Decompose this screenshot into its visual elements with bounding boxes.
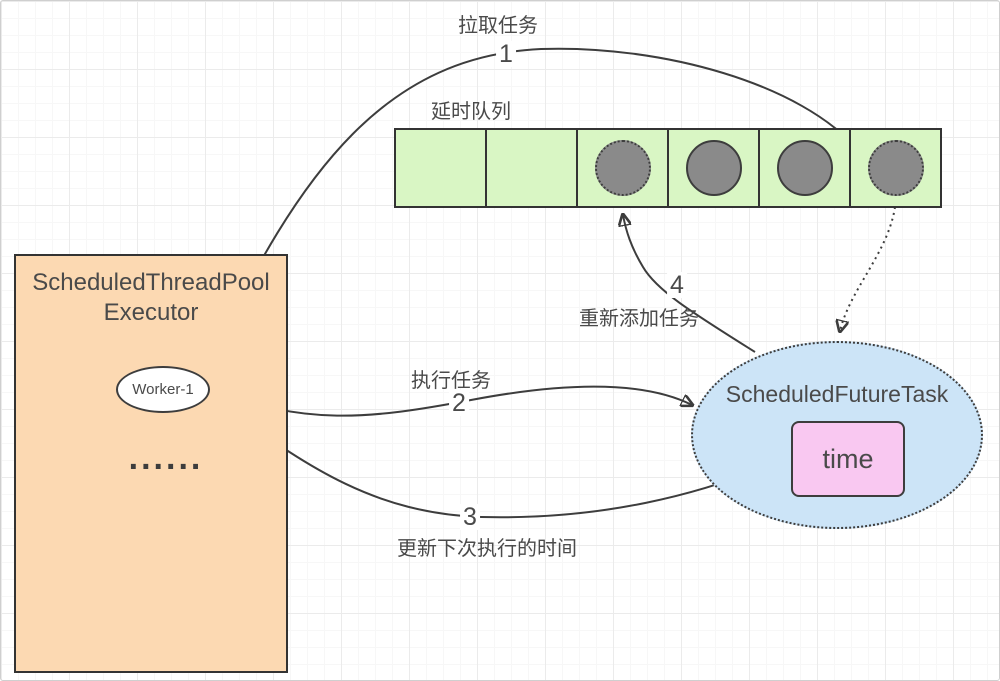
arrow-1-label: 拉取任务 <box>458 15 538 37</box>
more-workers-ellipsis: ...... <box>128 439 204 477</box>
arrow-4-readd-task <box>623 215 756 353</box>
arrow-3-update-time <box>206 394 779 519</box>
scheduled-future-task-ellipse: ScheduledFutureTask time <box>691 341 983 529</box>
task-circle <box>685 140 742 196</box>
dotted-link-task-to-future <box>840 206 896 331</box>
task-circle <box>776 140 833 196</box>
queue-cell <box>669 130 760 206</box>
executor-title-line1: ScheduledThreadPool <box>32 269 270 296</box>
arrow-3-step: 3 <box>460 504 480 530</box>
delay-queue <box>394 128 942 208</box>
arrow-3-label: 更新下次执行的时间 <box>397 538 577 560</box>
queue-cell <box>851 130 940 206</box>
arrow-1-step: 1 <box>496 41 516 67</box>
worker-label: Worker-1 <box>132 381 194 398</box>
queue-cell <box>578 130 669 206</box>
arrow-2-step: 2 <box>449 390 469 416</box>
task-circle <box>867 140 924 196</box>
queue-cell <box>487 130 578 206</box>
worker-node: Worker-1 <box>116 366 210 413</box>
arrow-1-pull-task <box>205 47 859 372</box>
executor-title-line2: Executor <box>103 299 199 326</box>
arrow-4-step: 4 <box>667 272 687 298</box>
arrow-4-label: 重新添加任务 <box>579 308 699 330</box>
arrow-2-label: 执行任务 <box>411 370 491 392</box>
time-label: time <box>822 443 874 474</box>
queue-cell <box>396 130 487 206</box>
queue-cell <box>760 130 851 206</box>
delay-queue-label: 延时队列 <box>431 101 511 123</box>
scheduled-future-task-title: ScheduledFutureTask <box>725 381 949 407</box>
executor-box: ScheduledThreadPool Executor Worker-1 ..… <box>14 254 288 673</box>
time-box: time <box>791 421 905 497</box>
task-circle <box>594 140 651 196</box>
